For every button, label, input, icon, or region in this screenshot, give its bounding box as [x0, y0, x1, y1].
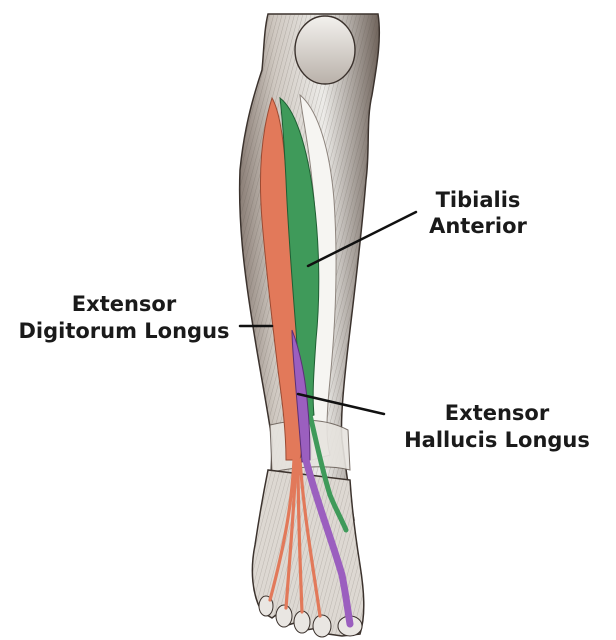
label-extensor-digitorum-longus: Extensor Digitorum Longus: [18, 292, 229, 343]
ehl-belly: [291, 329, 311, 463]
toe-2: [312, 614, 332, 638]
extensor-digitorum-longus-muscle: [259, 96, 322, 618]
label-extensor-digitorum-longus-line2: Digitorum Longus: [18, 319, 229, 343]
leader-lines: [238, 210, 418, 416]
label-extensor-hallucis-longus-line2: Hallucis Longus: [404, 428, 590, 452]
label-tibialis-anterior: Tibialis Anterior: [429, 188, 527, 238]
patella: [294, 15, 356, 85]
label-tibialis-anterior-line1: Tibialis: [436, 188, 521, 212]
tibialis-anterior-muscle: [279, 96, 349, 533]
toe-3: [293, 610, 311, 634]
edl-tendon-1: [268, 458, 296, 602]
label-extensor-hallucis-longus-line1: Extensor: [445, 401, 550, 425]
ta-tendon: [307, 412, 349, 533]
ehl-tendon: [302, 456, 354, 628]
label-tibialis-anterior-line2: Anterior: [429, 214, 527, 238]
leader-line-extensor-hallucis-longus: [296, 392, 386, 416]
edl-tendons: [268, 458, 322, 618]
leader-line-tibialis-anterior: [306, 210, 418, 268]
edl-tendon-4: [298, 458, 322, 618]
edl-tendon-3: [296, 458, 304, 614]
edl-tendon-2: [284, 458, 298, 610]
toe-4: [275, 604, 293, 628]
label-extensor-digitorum-longus-line1: Extensor: [72, 292, 177, 316]
extensor-hallucis-longus-muscle: [291, 329, 354, 628]
label-extensor-hallucis-longus: Extensor Hallucis Longus: [404, 401, 590, 452]
